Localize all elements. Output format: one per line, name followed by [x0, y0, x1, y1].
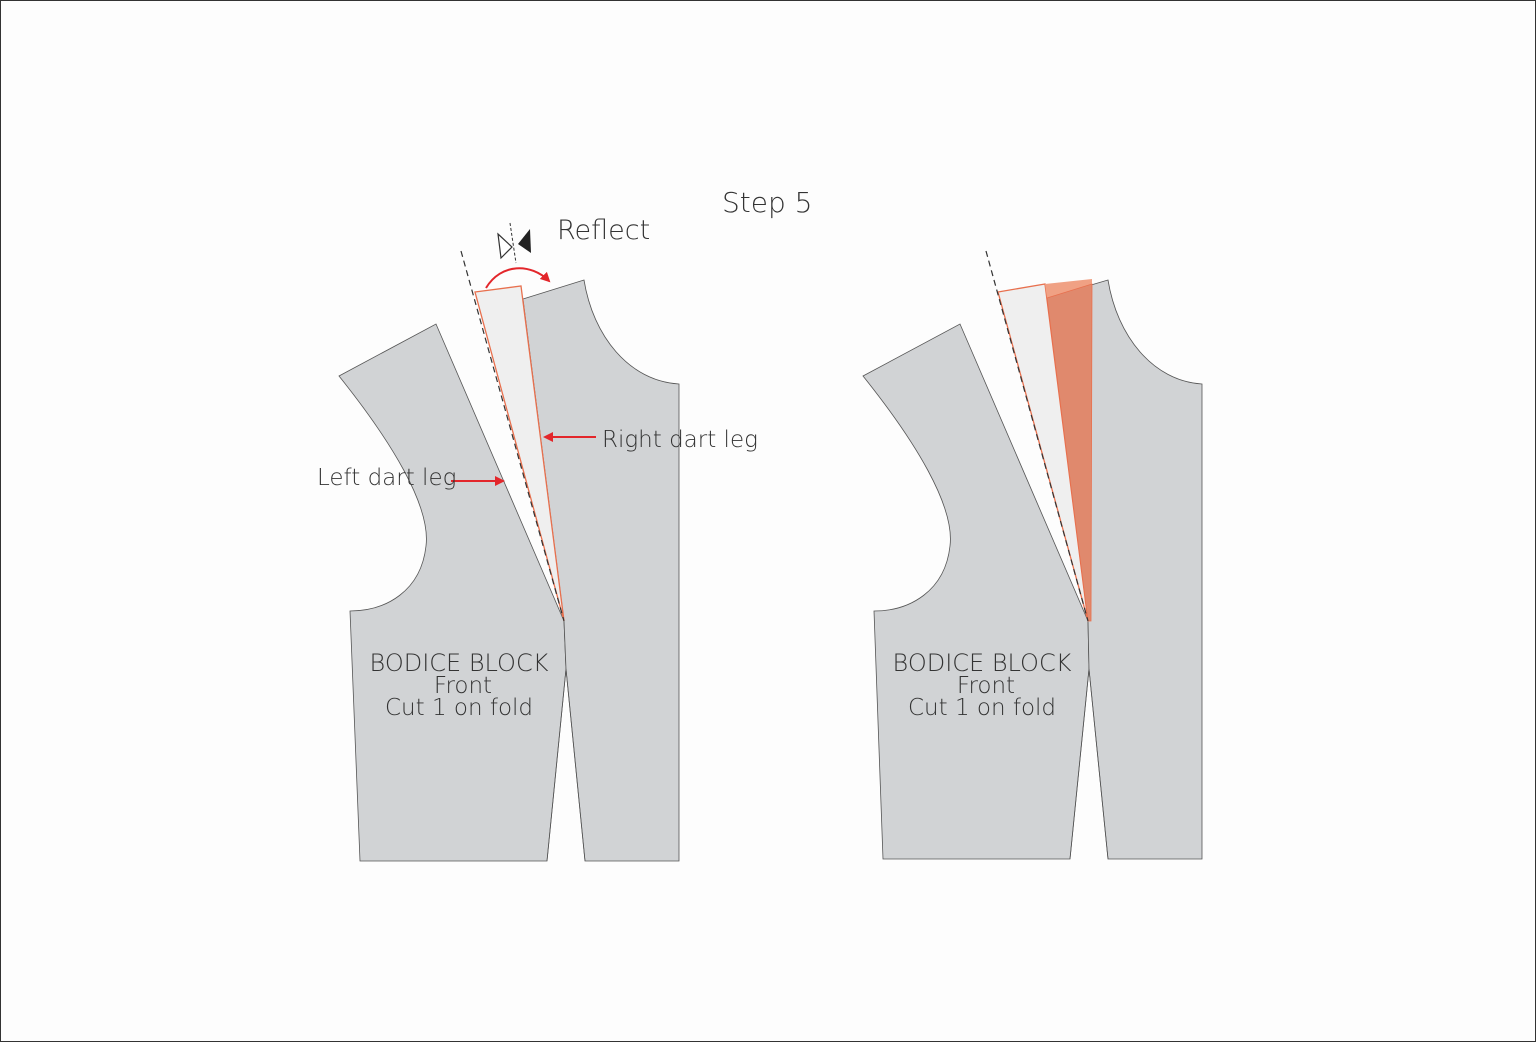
- right-dart-leg-label: Right dart leg: [602, 427, 758, 453]
- block-subtitle: Front: [434, 673, 492, 699]
- step-title: Step 5: [722, 186, 812, 219]
- left-dart-leg-label: Left dart leg: [317, 465, 456, 491]
- right-bodice: BODICE BLOCK Front Cut 1 on fold: [862, 250, 1203, 860]
- dart-extension-filled: [1046, 283, 1093, 622]
- left-bodice: Reflect Right dart leg Left dart leg BOD…: [317, 215, 758, 862]
- block-subtitle: Front: [957, 673, 1015, 699]
- fold-line: [460, 250, 565, 622]
- left-bodice-left-panel: [338, 323, 567, 862]
- block-title: BODICE BLOCK: [893, 649, 1072, 677]
- fold-line: [985, 250, 1089, 622]
- reflect-label: Reflect: [557, 215, 650, 246]
- waist-dart: [546, 668, 586, 862]
- right-bodice-left-panel: [862, 323, 1090, 860]
- reflected-dart: [474, 285, 565, 622]
- block-instruction: Cut 1 on fold: [908, 695, 1056, 721]
- left-bodice-right-panel: [522, 279, 680, 862]
- reflect-arrow: [485, 267, 551, 289]
- waist-dart: [1069, 668, 1109, 860]
- dart-extension-top: [1045, 279, 1092, 298]
- reflect-icon: [497, 222, 531, 264]
- block-instruction: Cut 1 on fold: [385, 695, 533, 721]
- block-title: BODICE BLOCK: [370, 649, 549, 677]
